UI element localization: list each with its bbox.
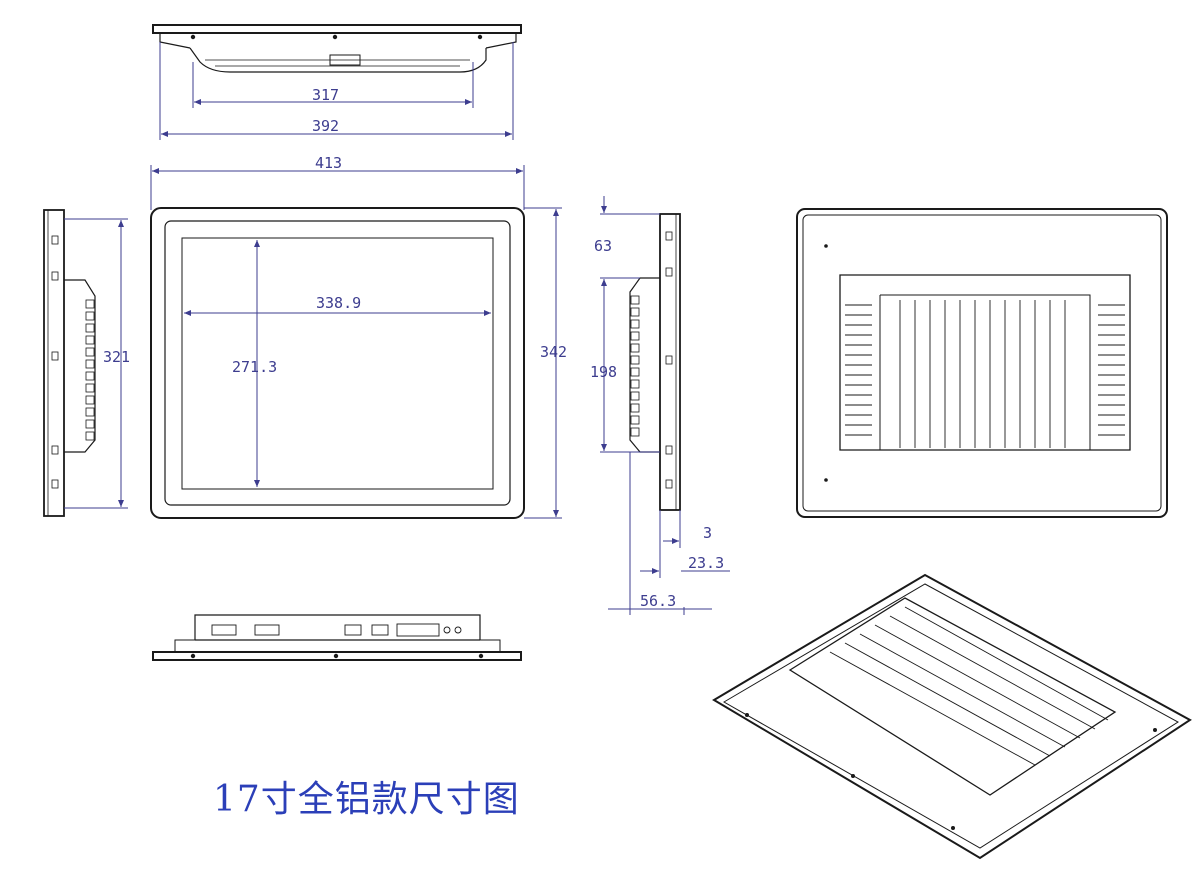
dim-side-middle: 198 <box>590 363 617 381</box>
dim-front-height: 342 <box>540 343 567 361</box>
rear-view <box>796 208 1168 518</box>
dim-side-depth-a: 3 <box>703 524 712 542</box>
dim-side-depth-c: 56.3 <box>640 592 676 610</box>
left-side-view: 321 <box>43 209 130 517</box>
right-side-view: 63 198 3 23.3 56.3 <box>590 196 730 615</box>
dim-side-depth-b: 23.3 <box>688 554 724 572</box>
dim-top-outer: 392 <box>312 117 339 135</box>
isometric-view <box>712 573 1192 860</box>
front-view: 413 338.9 271.3 342 <box>150 154 567 519</box>
dim-side-top-offset: 63 <box>594 237 612 255</box>
right-fins <box>630 295 640 437</box>
drawing-caption: 17寸全铝款尺寸图 <box>213 779 520 820</box>
left-fins <box>85 299 95 441</box>
rear-heatsink-fins <box>899 300 1066 448</box>
top-view: 317 392 <box>152 24 522 140</box>
bottom-view <box>152 614 522 661</box>
dim-front-width: 413 <box>315 154 342 172</box>
dim-left-height: 321 <box>103 348 130 366</box>
dim-screen-height: 271.3 <box>232 358 277 376</box>
dim-screen-width: 338.9 <box>316 294 361 312</box>
dim-top-inner: 317 <box>312 86 339 104</box>
